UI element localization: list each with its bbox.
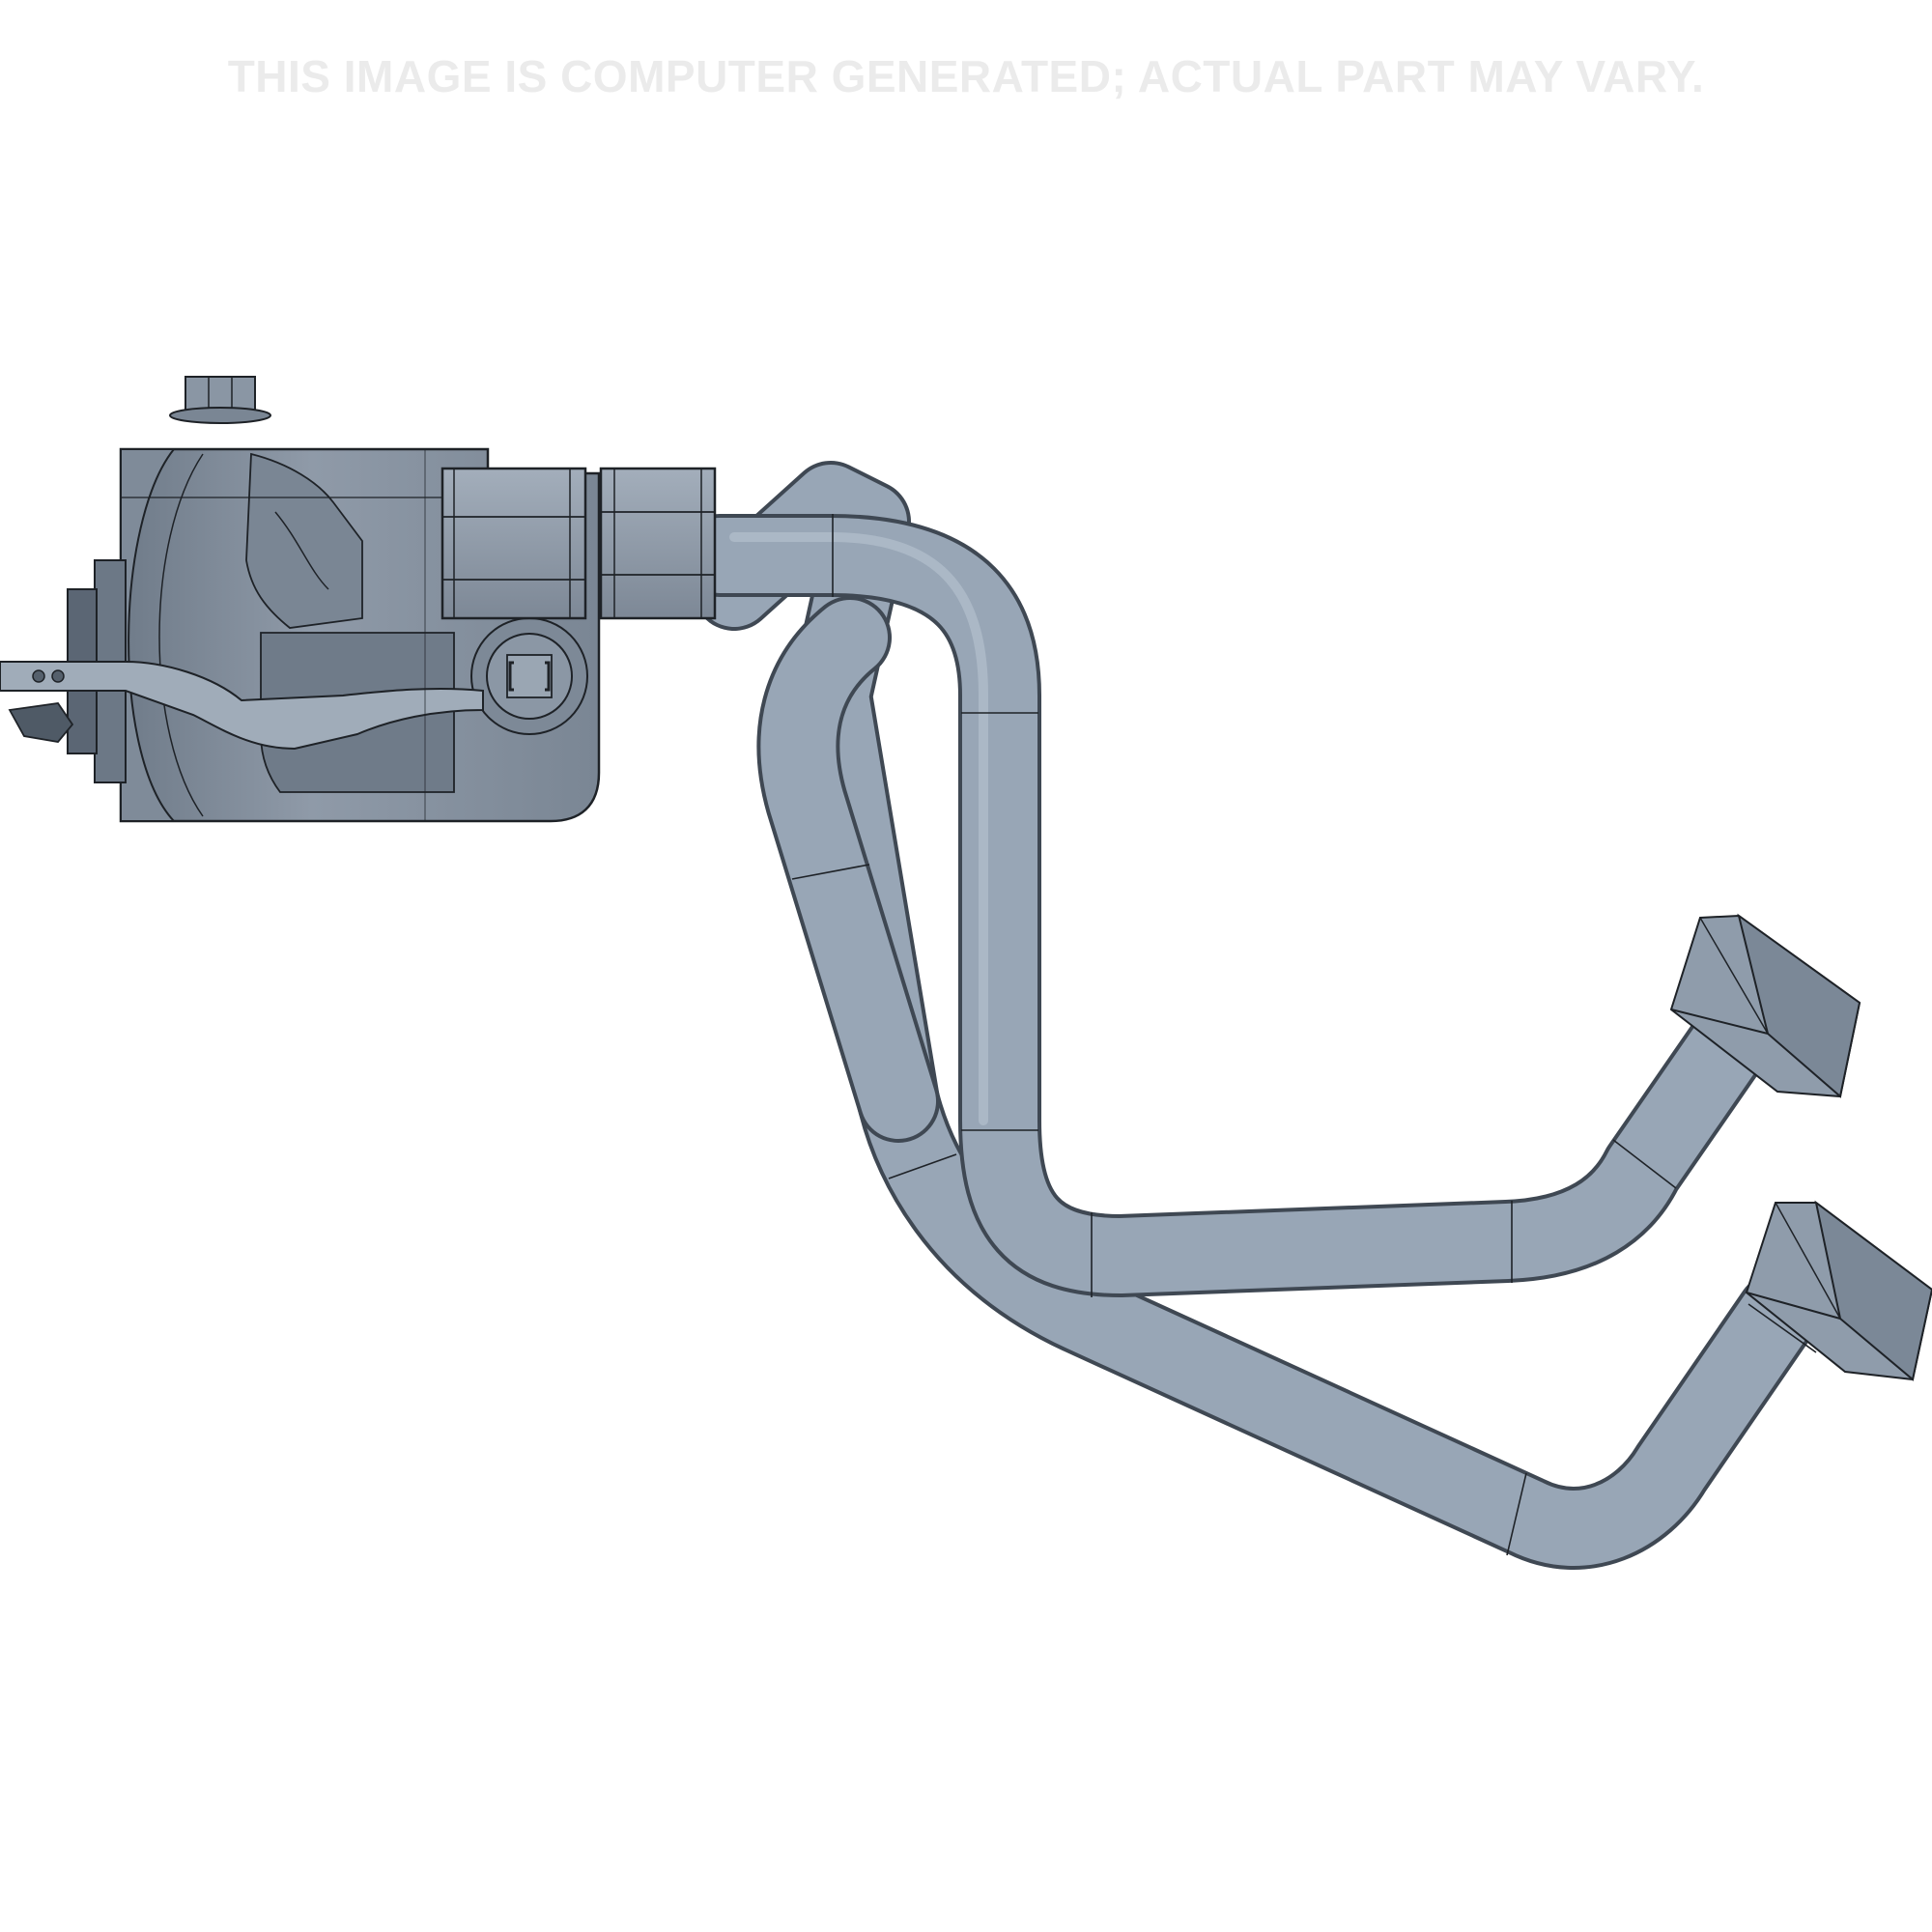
tube-nut [599, 467, 717, 620]
tube-b [693, 461, 1819, 1570]
top-bolt [169, 376, 271, 424]
connector-port [470, 617, 588, 735]
tube-a [678, 514, 1771, 1297]
body-hex-fitting [440, 467, 587, 620]
bracket-arm [0, 661, 484, 751]
outlet-nut-upper [1669, 913, 1861, 1098]
disclaimer-text: THIS IMAGE IS COMPUTER GENERATED; ACTUAL… [227, 51, 1705, 101]
outlet-nut-lower [1745, 1200, 1932, 1381]
